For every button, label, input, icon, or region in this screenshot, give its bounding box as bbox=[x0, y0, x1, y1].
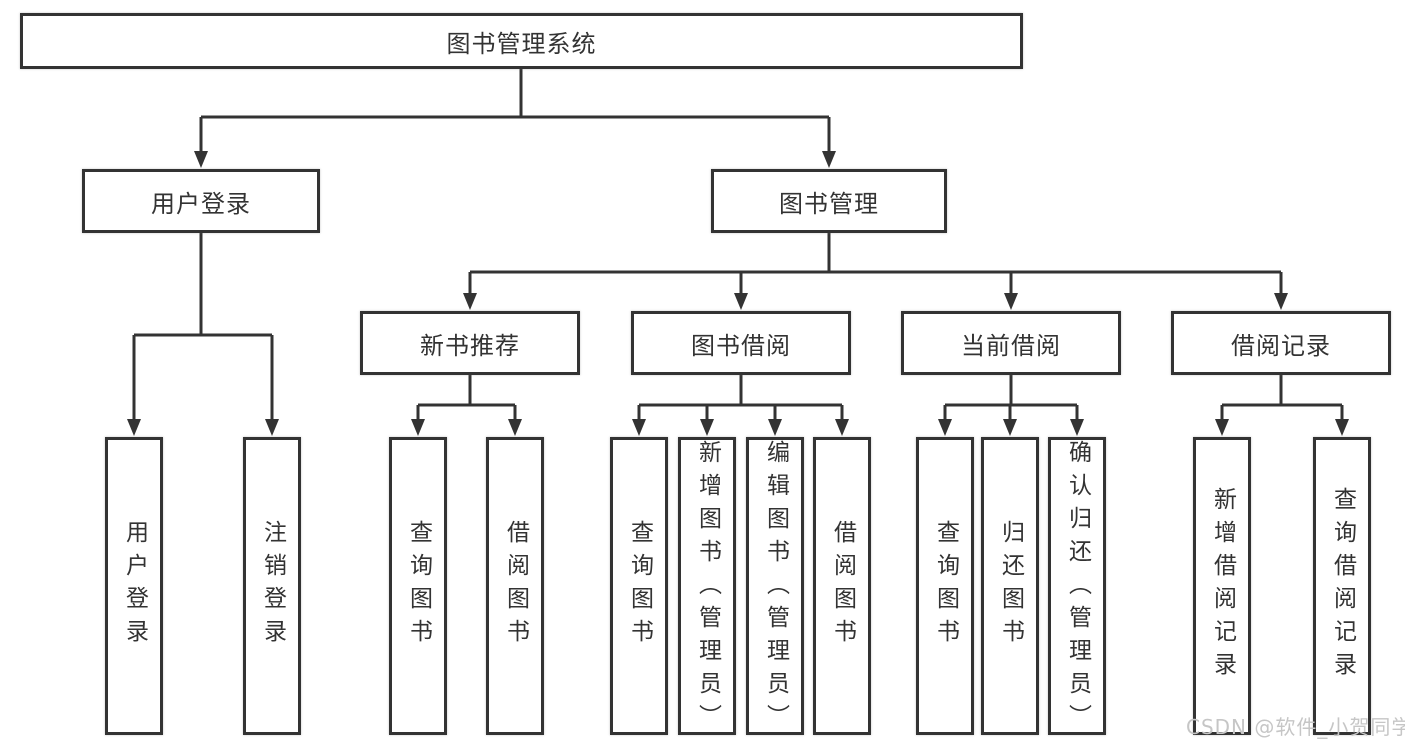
node-root-label: 图书管理系统 bbox=[446, 29, 597, 58]
csdn-watermark: CSDN @软件_小贺同学 bbox=[1186, 715, 1405, 739]
arrowhead bbox=[127, 419, 141, 436]
node-leaf-edit-books-admin-label: 编辑图书（管理员） bbox=[762, 440, 789, 737]
node-root: 图书管理系统 bbox=[20, 13, 1023, 69]
node-leaf-add-books-admin-label: 新增图书（管理员） bbox=[694, 440, 721, 737]
node-leaf-confirm-return-admin: 确认归还（管理员） bbox=[1048, 437, 1106, 737]
node-book-borrowing: 图书借阅 bbox=[631, 311, 851, 375]
arrowhead bbox=[411, 419, 425, 436]
node-user-login-label: 用户登录 bbox=[151, 189, 251, 218]
node-leaf-query-books-borrowing: 查询图书 bbox=[610, 437, 668, 735]
node-leaf-query-books-borrowing-label: 查询图书 bbox=[626, 520, 653, 652]
node-leaf-query-books-recommend-label: 查询图书 bbox=[405, 520, 432, 652]
node-leaf-user-login-label: 用户登录 bbox=[121, 520, 148, 652]
arrowhead bbox=[700, 419, 714, 436]
node-leaf-add-books-admin: 新增图书（管理员） bbox=[678, 437, 736, 737]
arrowhead bbox=[1004, 293, 1018, 310]
node-book-borrowing-label: 图书借阅 bbox=[691, 331, 791, 360]
arrowhead bbox=[194, 151, 208, 168]
node-leaf-query-books-current: 查询图书 bbox=[916, 437, 974, 735]
node-leaf-query-borrow-record-label: 查询借阅记录 bbox=[1329, 487, 1356, 685]
node-leaf-borrow-books-recommend-label: 借阅图书 bbox=[502, 520, 529, 652]
node-leaf-query-books-recommend: 查询图书 bbox=[389, 437, 447, 735]
arrowhead bbox=[938, 419, 952, 436]
node-leaf-return-books-label: 归还图书 bbox=[997, 520, 1024, 652]
node-leaf-confirm-return-admin-label: 确认归还（管理员） bbox=[1064, 440, 1091, 737]
arrowhead bbox=[1274, 293, 1288, 310]
arrowhead bbox=[632, 419, 646, 436]
arrowhead bbox=[508, 419, 522, 436]
node-new-book-recommend: 新书推荐 bbox=[360, 311, 580, 375]
node-leaf-return-books: 归还图书 bbox=[981, 437, 1039, 735]
node-leaf-borrow-books-borrowing-label: 借阅图书 bbox=[829, 520, 856, 652]
arrowhead bbox=[1003, 419, 1017, 436]
node-book-management: 图书管理 bbox=[711, 169, 947, 233]
node-leaf-borrow-books-recommend: 借阅图书 bbox=[486, 437, 544, 735]
arrowhead bbox=[1070, 419, 1084, 436]
node-leaf-user-login: 用户登录 bbox=[105, 437, 163, 735]
arrowhead bbox=[835, 419, 849, 436]
arrowhead bbox=[1215, 419, 1229, 436]
arrowhead bbox=[768, 419, 782, 436]
node-leaf-borrow-books-borrowing: 借阅图书 bbox=[813, 437, 871, 735]
node-borrowing-records-label: 借阅记录 bbox=[1231, 331, 1331, 360]
node-current-borrowing: 当前借阅 bbox=[901, 311, 1121, 375]
node-leaf-logout: 注销登录 bbox=[243, 437, 301, 735]
node-leaf-add-borrow-record: 新增借阅记录 bbox=[1193, 437, 1251, 735]
node-user-login: 用户登录 bbox=[82, 169, 320, 233]
node-current-borrowing-label: 当前借阅 bbox=[961, 331, 1061, 360]
arrowhead bbox=[1335, 419, 1349, 436]
arrowhead bbox=[822, 151, 836, 168]
node-leaf-logout-label: 注销登录 bbox=[259, 520, 286, 652]
node-new-book-recommend-label: 新书推荐 bbox=[420, 331, 520, 360]
arrowhead bbox=[734, 293, 748, 310]
node-borrowing-records: 借阅记录 bbox=[1171, 311, 1391, 375]
node-leaf-query-books-current-label: 查询图书 bbox=[932, 520, 959, 652]
node-leaf-edit-books-admin: 编辑图书（管理员） bbox=[746, 437, 804, 737]
arrowhead bbox=[265, 419, 279, 436]
node-book-management-label: 图书管理 bbox=[779, 189, 879, 218]
node-leaf-query-borrow-record: 查询借阅记录 bbox=[1313, 437, 1371, 735]
node-leaf-add-borrow-record-label: 新增借阅记录 bbox=[1209, 487, 1236, 685]
arrowhead bbox=[463, 293, 477, 310]
